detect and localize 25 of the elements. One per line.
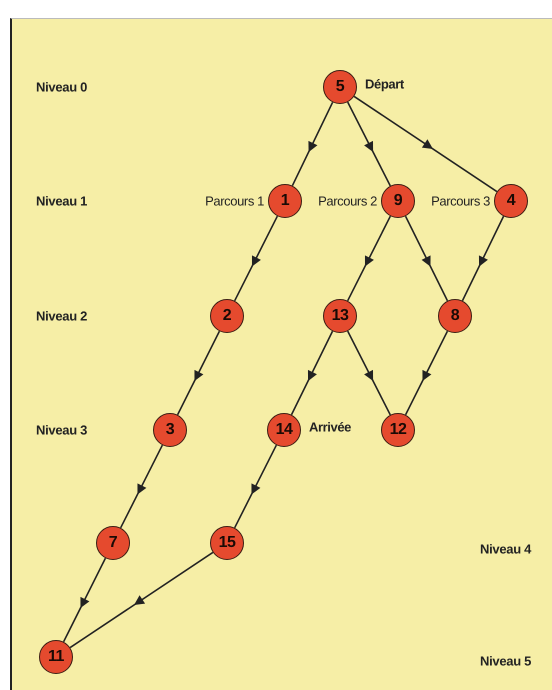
arrow	[462, 216, 504, 302]
level-label: Niveau 5	[480, 654, 532, 668]
level-label: Niveau 2	[36, 308, 88, 324]
node-caption: Départ	[365, 76, 404, 92]
arrow	[120, 444, 164, 528]
arrow	[176, 330, 220, 416]
arrow	[354, 96, 498, 192]
arrow	[234, 216, 278, 302]
arrow	[70, 552, 214, 648]
arrow	[290, 330, 334, 416]
level-label: Niveau 3	[36, 422, 88, 438]
arrow	[347, 330, 391, 416]
arrow	[346, 216, 392, 302]
arrow	[347, 102, 391, 186]
node-caption: Parcours 2	[318, 194, 377, 208]
level-label: Niveau 1	[36, 194, 88, 208]
arrow	[234, 444, 278, 528]
arrow	[404, 216, 448, 302]
level-label: Niveau 4	[480, 542, 532, 556]
node-caption: Arrivée	[309, 420, 352, 434]
node-caption: Parcours 3	[431, 194, 490, 208]
arrow	[62, 558, 106, 642]
level-label: Niveau 0	[36, 80, 88, 94]
node-caption: Parcours 1	[205, 194, 264, 208]
arrow	[292, 102, 334, 186]
